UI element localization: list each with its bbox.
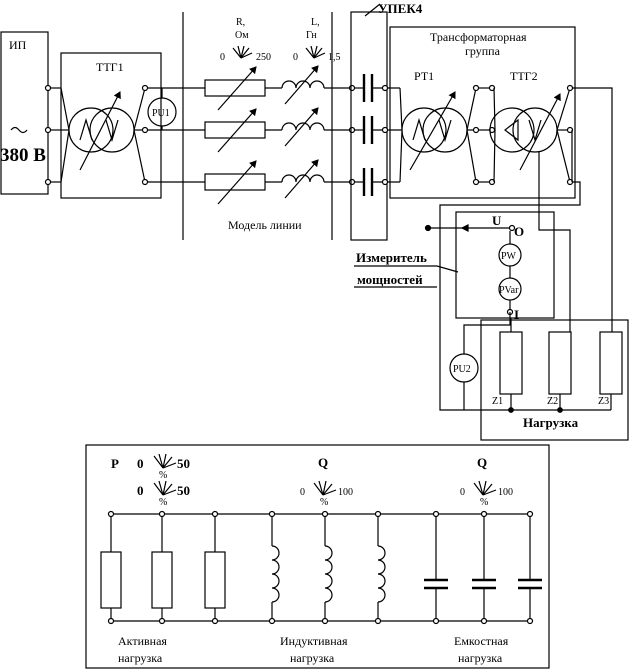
ttg2-transformer-icon: [489, 87, 571, 183]
i-terminal-label: I: [514, 307, 519, 322]
ac-symbol-icon: [10, 126, 28, 134]
capacitive-caps: [424, 514, 542, 621]
panel-bus-nodes: [107, 510, 534, 625]
q1-min: 0: [300, 487, 305, 498]
p2-min: 0: [137, 483, 144, 498]
rt1-transformer-icon: [399, 87, 468, 183]
p-knob-2-icon: [153, 480, 177, 496]
r-min: 0: [220, 52, 225, 63]
u-terminal-label: U: [492, 213, 502, 228]
ttg1-label: ТТГ1: [96, 60, 124, 74]
active-load-label-1: Активная: [118, 634, 167, 648]
p-label: P: [111, 456, 119, 471]
q2-min: 0: [460, 487, 465, 498]
q1-pct: %: [320, 497, 328, 508]
meter-label-2: мощностей: [357, 272, 423, 287]
transformer-group-label-1: Трансформаторная: [430, 30, 527, 44]
line-model-label: Модель линии: [228, 218, 302, 232]
variable-resistor-3: [204, 160, 266, 205]
source-terminals: [44, 84, 61, 186]
inductive-load-label-2: нагрузка: [290, 651, 335, 665]
l-max: 1,5: [328, 52, 341, 63]
ttg2-label: ТТГ2: [510, 69, 538, 83]
rt1-output-wires: [466, 84, 496, 186]
l-unit: Гн: [306, 30, 317, 41]
variable-resistor-2: [204, 108, 266, 153]
transformer-group-label-2: группа: [465, 44, 501, 58]
ip-label: ИП: [9, 38, 27, 52]
transformer-group-box: [389, 26, 576, 199]
p2-pct: %: [159, 497, 167, 508]
capacitive-load-label-2: нагрузка: [458, 651, 503, 665]
load-panel-box: [85, 444, 550, 669]
q-capacitive-knob-icon: [473, 480, 497, 496]
p-min: 0: [137, 456, 144, 471]
variable-inductor-1: [281, 65, 325, 105]
ttg1-box: [60, 52, 162, 199]
q1-max: 100: [338, 487, 353, 498]
load-z1: [499, 331, 523, 395]
ttg1-transformer-icon: [60, 87, 146, 183]
z2-label: Z2: [547, 396, 558, 407]
r-unit: Ом: [235, 30, 249, 41]
q1-label: Q: [318, 455, 328, 470]
q2-max: 100: [498, 487, 513, 498]
p-pct: %: [159, 470, 167, 481]
active-resistors: [100, 514, 226, 621]
variable-inductor-2: [281, 107, 325, 147]
meter-label-1: Измеритель: [356, 250, 427, 265]
r-max: 250: [256, 52, 271, 63]
capacitive-load-label-1: Емкостная: [454, 634, 509, 648]
upek4-box: [350, 11, 388, 241]
active-load-label-2: нагрузка: [118, 651, 163, 665]
upek4-label: УПЕК4: [378, 1, 423, 16]
phase-wires: [147, 87, 205, 183]
l-title: L,: [311, 17, 320, 28]
pvar-label: PVar: [499, 285, 519, 296]
load-box: [480, 319, 629, 441]
q-inductive-knob-icon: [313, 480, 337, 496]
r-title: R,: [236, 17, 245, 28]
p-max: 50: [177, 456, 190, 471]
load-label: Нагрузка: [523, 415, 579, 430]
variable-inductor-3: [281, 159, 325, 199]
upek4-capacitors: [362, 74, 374, 196]
r-knob-icon: [232, 45, 253, 59]
l-knob-icon: [305, 45, 326, 59]
variable-resistor-1: [204, 66, 266, 111]
p2-max: 50: [177, 483, 190, 498]
l-min: 0: [293, 52, 298, 63]
z1-label: Z1: [492, 396, 503, 407]
pw-label: PW: [501, 251, 517, 262]
load-z3: [599, 331, 623, 395]
power-source-box: [0, 31, 49, 195]
rt1-label: РТ1: [414, 69, 434, 83]
p-knob-1-icon: [153, 453, 177, 469]
ttg1-output-terminals: [141, 84, 149, 186]
load-z2: [548, 331, 572, 395]
power-meter-box: [455, 211, 555, 319]
o-terminal-label: O: [514, 224, 524, 239]
inductive-load-label-1: Индуктивная: [280, 634, 348, 648]
supply-voltage-label: 380 В: [0, 145, 46, 166]
z3-label: Z3: [598, 396, 609, 407]
pu1-label: PU1: [152, 108, 170, 119]
q2-pct: %: [480, 497, 488, 508]
meter-u-terminal: [424, 224, 516, 232]
pu2-label: PU2: [453, 364, 471, 375]
inductive-coils: [271, 514, 386, 621]
q2-label: Q: [477, 455, 487, 470]
